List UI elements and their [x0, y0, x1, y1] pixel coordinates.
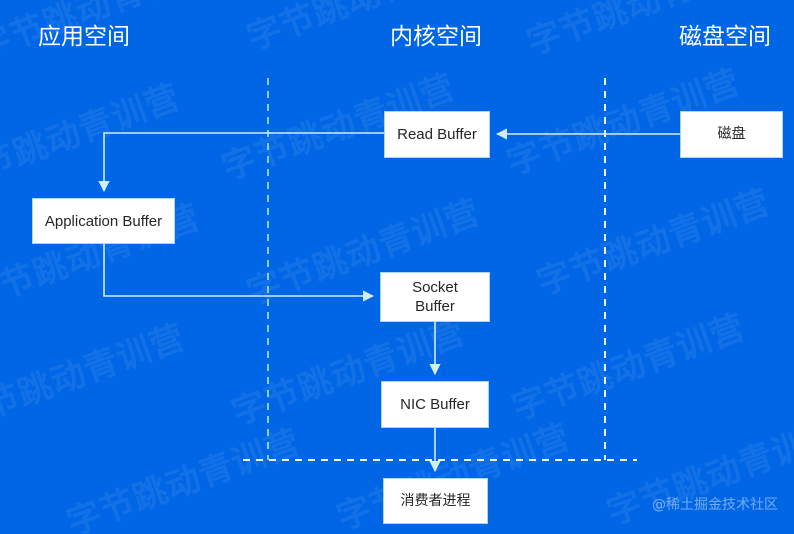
- node-consumer-process-label: 消费者进程: [400, 492, 471, 509]
- node-nic-buffer[interactable]: NIC Buffer: [381, 381, 489, 428]
- node-read-buffer[interactable]: Read Buffer: [384, 111, 490, 158]
- node-application-buffer[interactable]: Application Buffer: [32, 198, 175, 244]
- node-disk-label: 磁盘: [717, 126, 746, 142]
- edge-read-buffer-to-app-buffer: [98, 132, 384, 193]
- zone-title-disk-space: 磁盘空间: [679, 24, 771, 50]
- credit-watermark: @稀土掘金技术社区: [652, 497, 778, 513]
- node-disk[interactable]: 磁盘: [680, 111, 783, 158]
- zone-title-application-space: 应用空间: [38, 24, 130, 50]
- edge-app-buffer-to-socket-buffer: [103, 244, 375, 302]
- node-socket-buffer-label: Socket Buffer: [412, 279, 458, 315]
- node-read-buffer-label: Read Buffer: [397, 126, 477, 143]
- node-consumer-process[interactable]: 消费者进程: [383, 478, 488, 524]
- node-nic-buffer-label: NIC Buffer: [400, 396, 470, 413]
- zone-title-kernel-space: 内核空间: [390, 24, 482, 50]
- node-application-buffer-label: Application Buffer: [44, 212, 163, 230]
- node-socket-buffer[interactable]: Socket Buffer: [380, 272, 490, 322]
